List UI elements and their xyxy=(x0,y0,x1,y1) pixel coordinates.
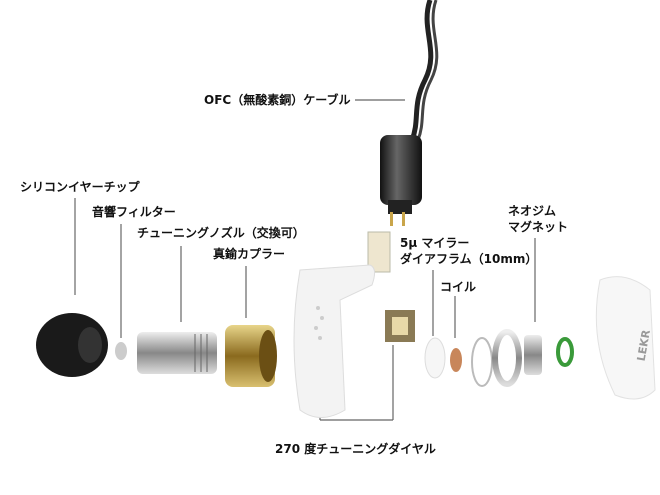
connector-barrel xyxy=(380,135,422,205)
cable xyxy=(409,0,434,141)
housing-shell xyxy=(293,264,376,418)
diaphragm xyxy=(424,337,446,379)
washer xyxy=(492,329,522,387)
label-magnet-2: マグネット xyxy=(508,220,569,234)
magnet xyxy=(524,335,542,375)
coil xyxy=(450,348,462,372)
pcb xyxy=(556,337,574,367)
label-coil: コイル xyxy=(440,280,477,294)
label-dial: 270 度チューニングダイヤル xyxy=(275,442,436,456)
label-diaphragm-1: 5μ マイラー xyxy=(400,236,470,250)
label-nozzle: チューニングノズル（交換可） xyxy=(137,226,305,240)
label-filter: 音響フィルター xyxy=(92,205,176,219)
ring xyxy=(471,337,493,387)
nozzle xyxy=(137,332,217,374)
faceplate xyxy=(595,276,656,400)
label-cable: OFC（無酸素銅）ケーブル xyxy=(204,93,351,107)
socket xyxy=(367,231,391,273)
label-diaphragm-2: ダイアフラム（10mm） xyxy=(400,252,538,266)
label-magnet-1: ネオジム xyxy=(508,204,557,218)
label-coupler: 真鍮カプラー xyxy=(213,247,286,261)
filter xyxy=(115,342,127,360)
label-ear-tip: シリコンイヤーチップ xyxy=(20,180,140,194)
